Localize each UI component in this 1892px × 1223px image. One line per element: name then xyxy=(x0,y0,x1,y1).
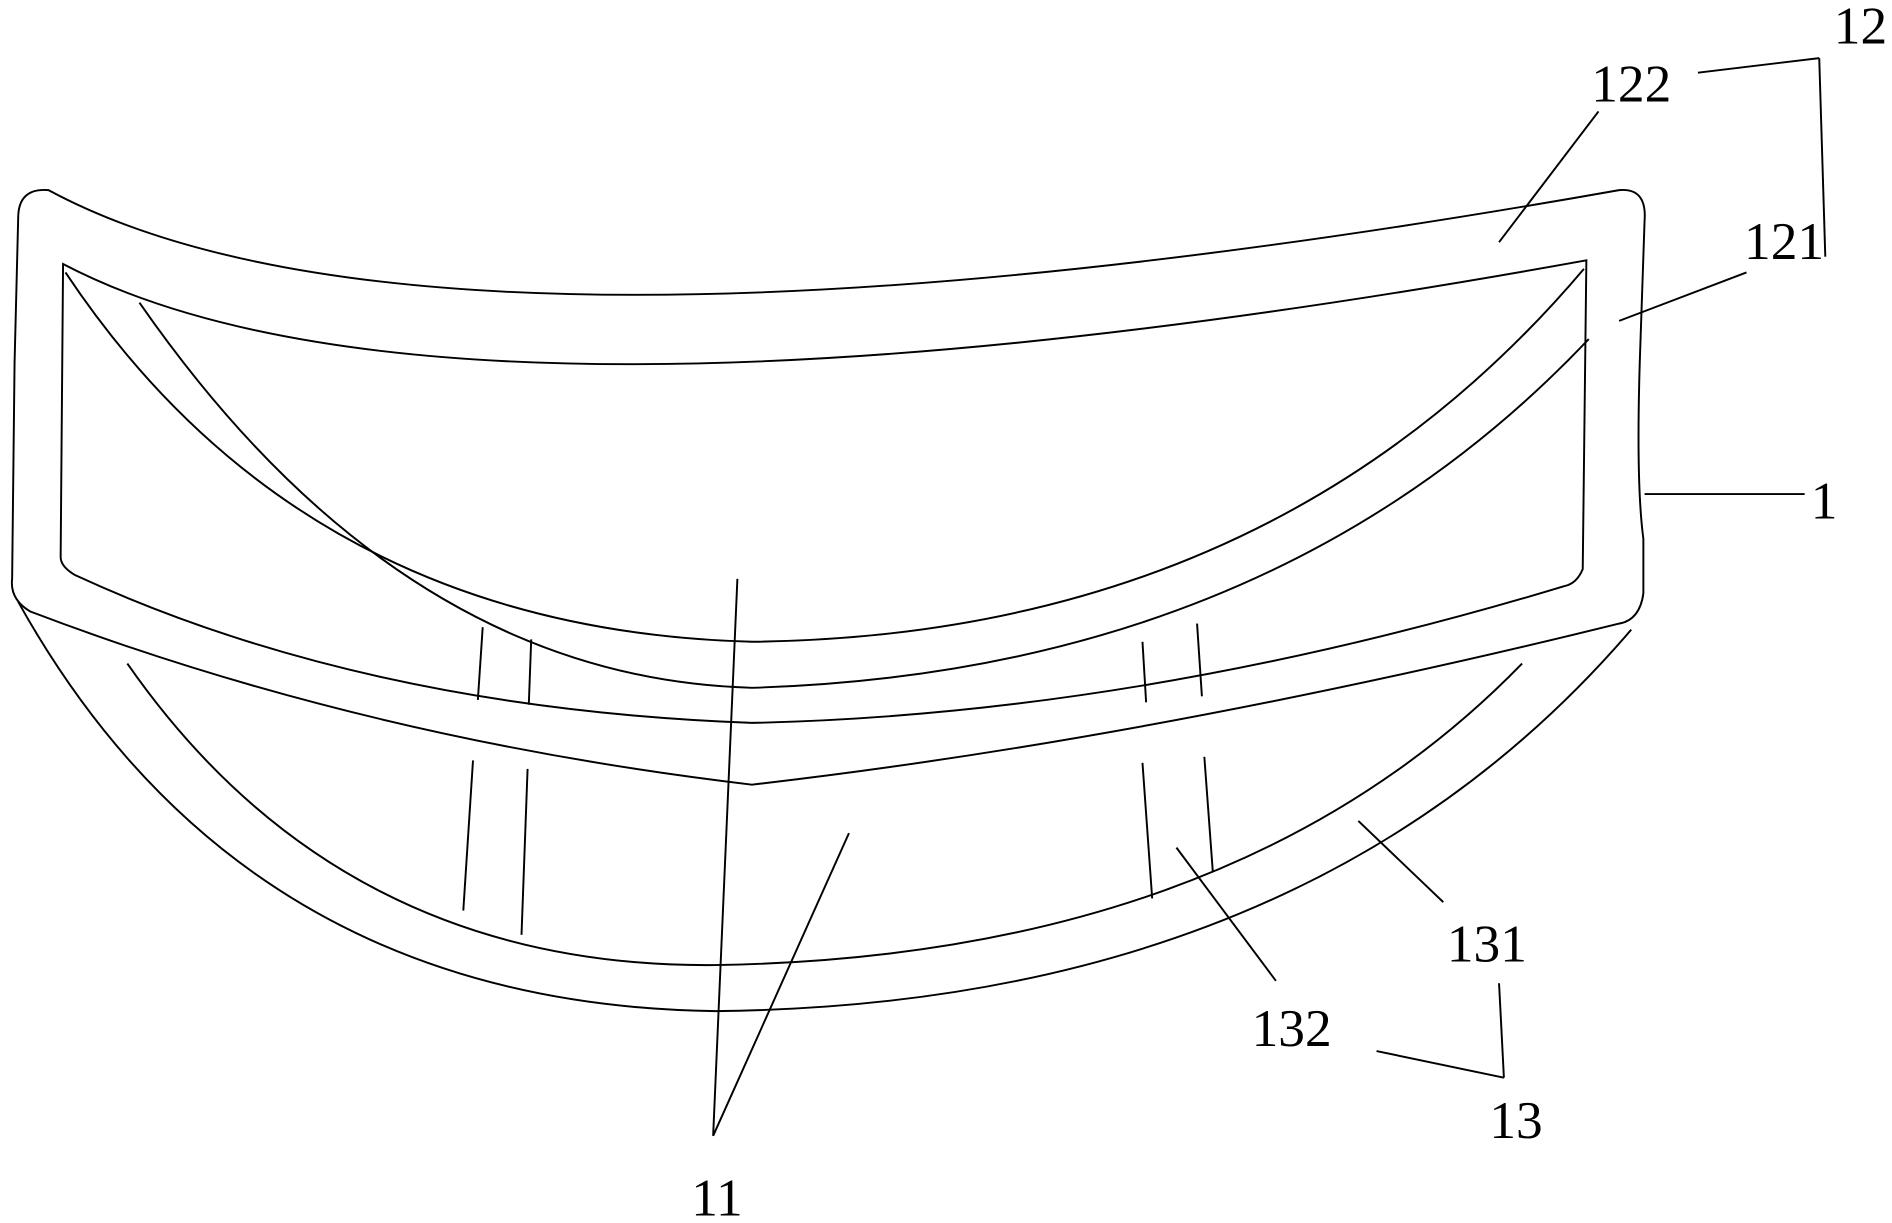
label-13: 13 xyxy=(1489,1090,1542,1150)
leader-11a xyxy=(712,578,739,1136)
leader-121 xyxy=(1618,271,1747,322)
strut xyxy=(520,768,529,935)
strut xyxy=(1141,762,1154,899)
strut xyxy=(1203,756,1214,872)
strut xyxy=(476,627,484,700)
strut xyxy=(1196,623,1203,697)
label-11: 11 xyxy=(691,1168,742,1223)
inner-curve-2 xyxy=(138,302,1590,689)
label-121: 121 xyxy=(1744,211,1824,271)
leader-122 xyxy=(1498,110,1600,243)
inner-curve-1 xyxy=(64,268,1585,643)
leader-13-bracket xyxy=(1498,983,1505,1078)
label-132: 132 xyxy=(1252,998,1332,1058)
label-122: 122 xyxy=(1591,54,1671,114)
strut xyxy=(1141,641,1148,703)
leader-11b xyxy=(712,832,850,1137)
device-outline xyxy=(10,189,1646,1013)
leader-13 xyxy=(1376,1050,1505,1079)
outer-frame xyxy=(10,189,1646,786)
leader-131 xyxy=(1357,820,1444,903)
leader-12-bracket xyxy=(1818,58,1827,257)
lower-bowl-inner xyxy=(126,662,1523,967)
leader-132 xyxy=(1175,847,1277,982)
leader-12 xyxy=(1697,57,1820,74)
strut xyxy=(462,760,474,911)
label-131: 131 xyxy=(1447,913,1527,973)
strut xyxy=(527,639,533,705)
inner-window xyxy=(59,259,1588,724)
label-12: 12 xyxy=(1834,0,1887,56)
lower-bowl-outer xyxy=(17,601,1632,1013)
reference-labels: 12 122 121 1 131 132 13 11 xyxy=(691,0,1887,1223)
leader-lines xyxy=(712,57,1827,1137)
label-1: 1 xyxy=(1811,470,1838,530)
